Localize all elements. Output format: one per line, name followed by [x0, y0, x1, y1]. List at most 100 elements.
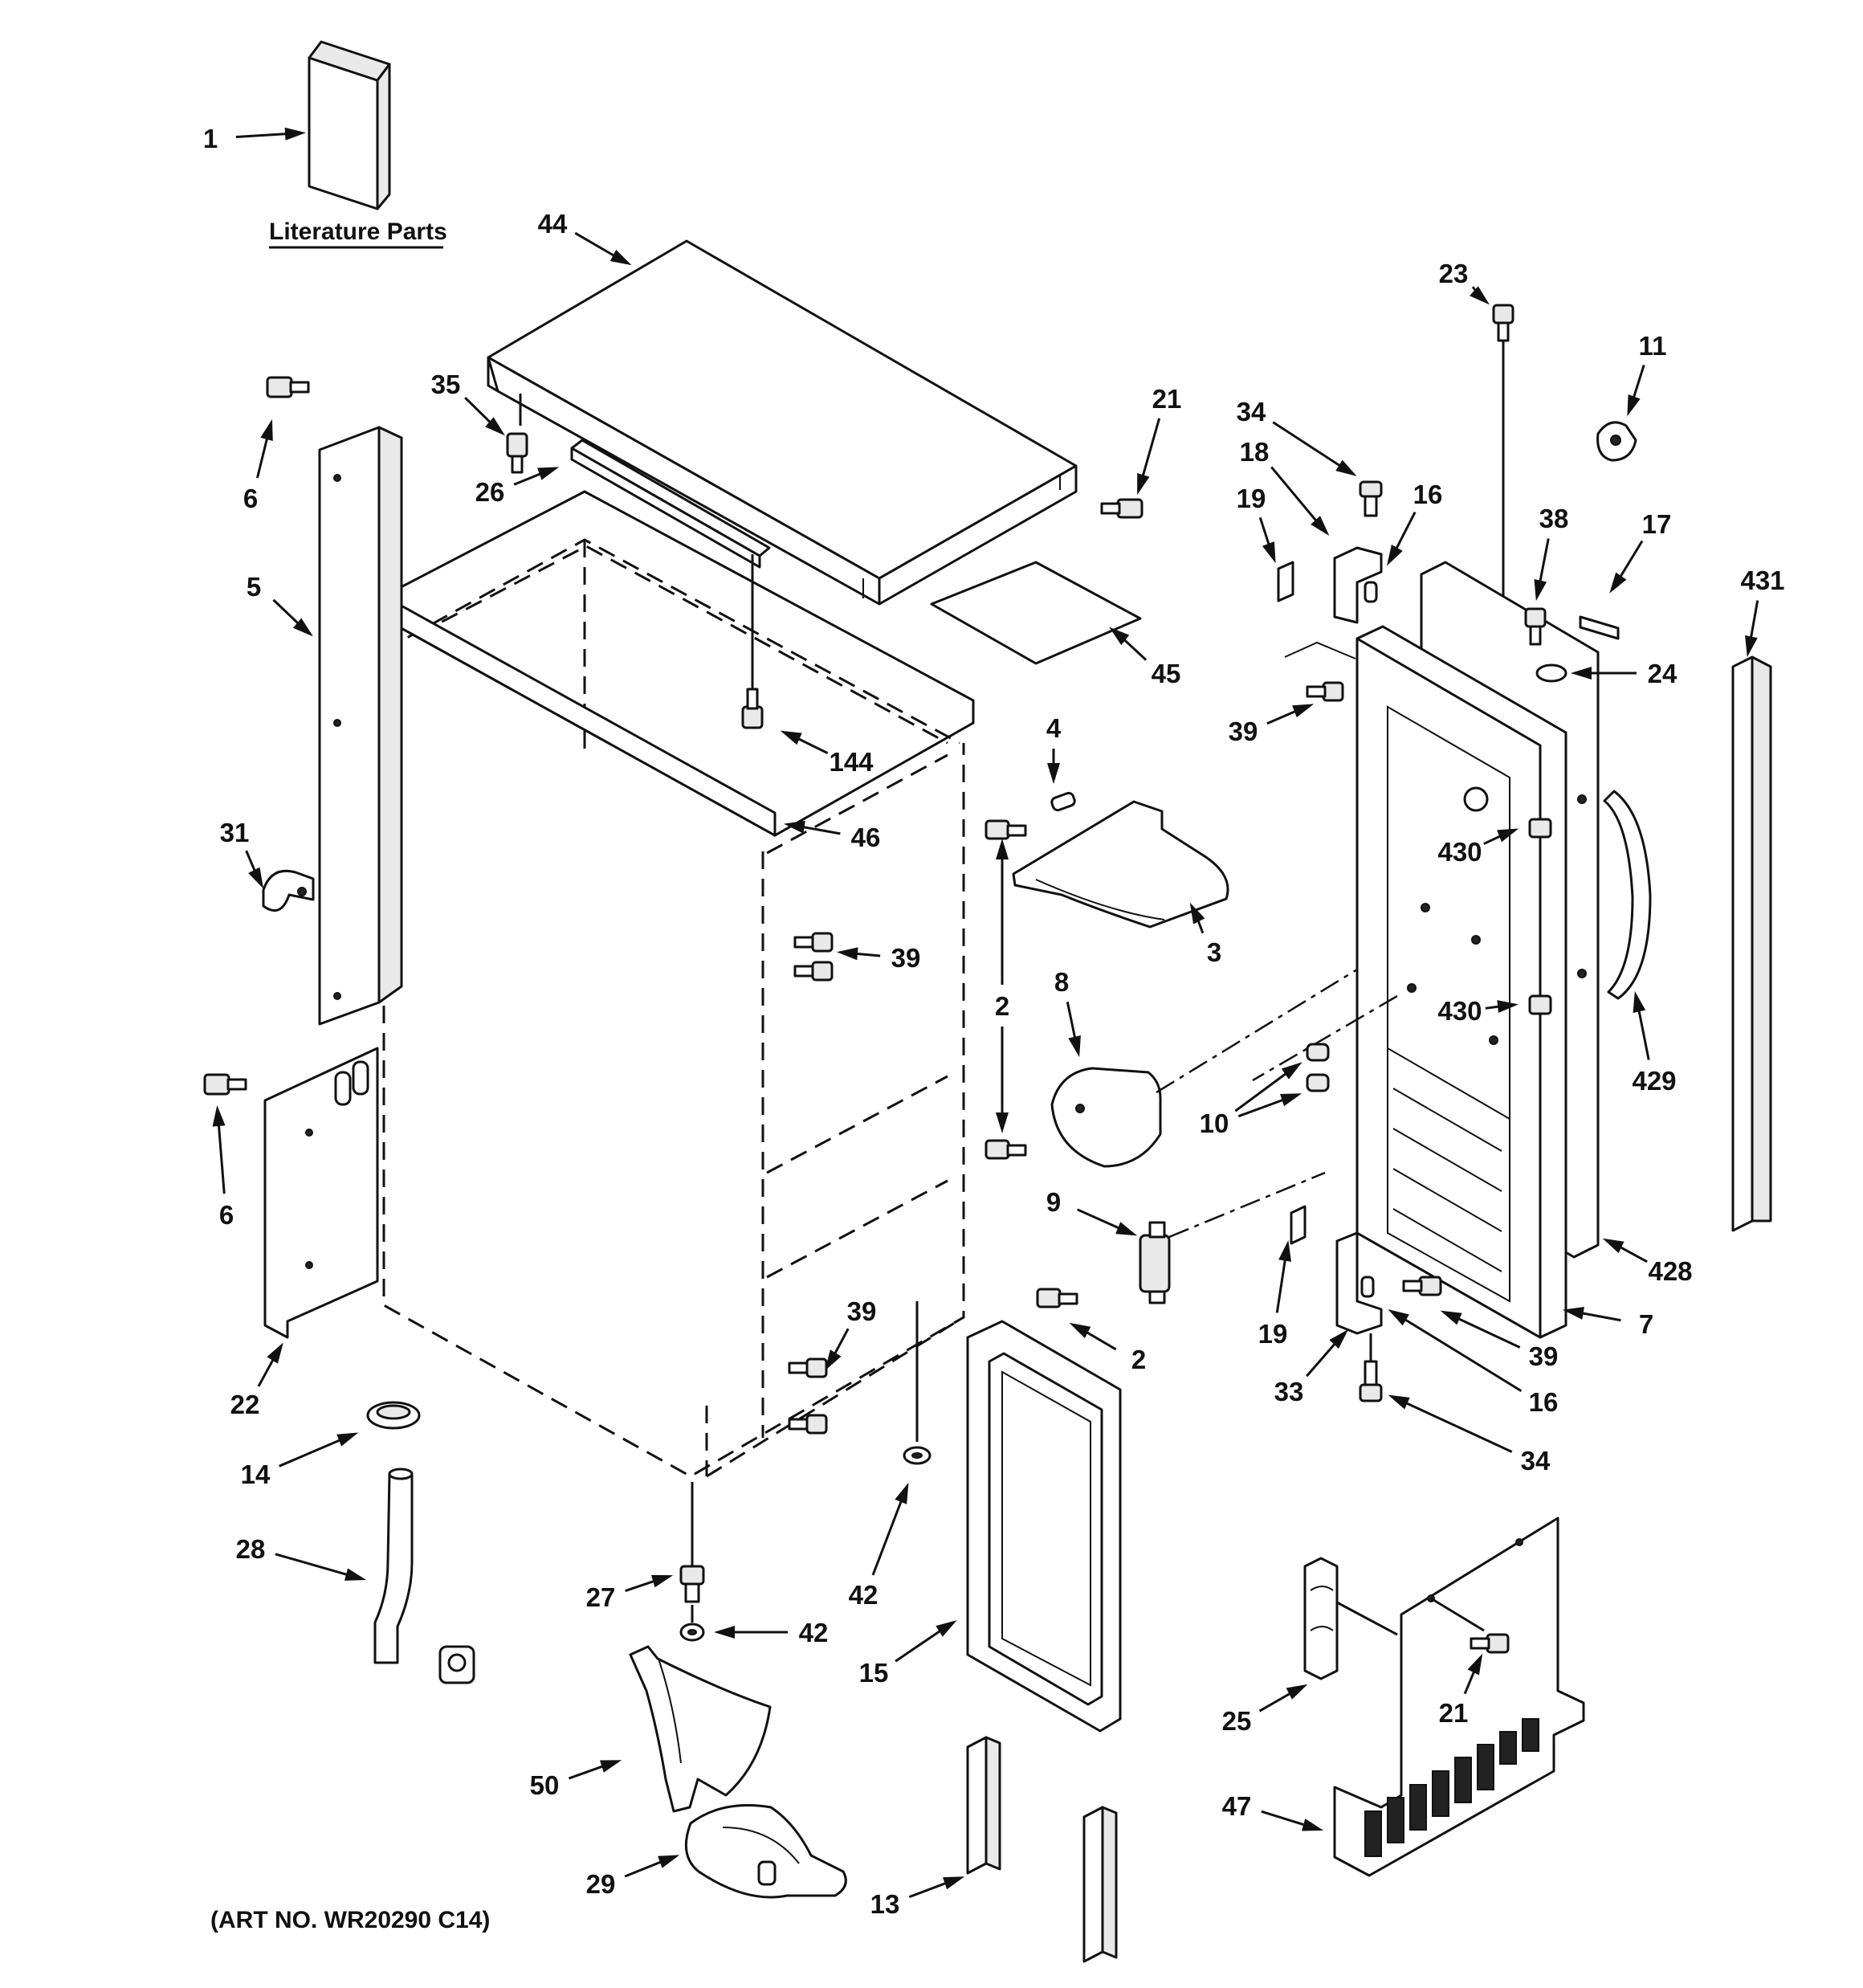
callout-39: 39	[825, 1296, 876, 1371]
leader-line	[272, 598, 304, 628]
leader-arrowhead	[537, 467, 560, 480]
leader-line	[908, 1880, 952, 1899]
callout-14: 14	[241, 1432, 359, 1489]
leader-arrowhead	[895, 1482, 909, 1504]
screw-430-lower	[1528, 969, 1587, 1015]
callout-46: 46	[783, 820, 881, 852]
callout-number: 6	[243, 484, 258, 513]
callout-number: 35	[431, 369, 461, 399]
callout-24: 24	[1571, 659, 1678, 688]
leader-arrowhead	[1109, 627, 1130, 646]
callout-number: 31	[220, 818, 250, 847]
callout-429: 429	[1632, 990, 1677, 1096]
callout-19: 19	[1237, 484, 1276, 564]
leader-arrowhead	[267, 1342, 283, 1364]
callout-number: 39	[1229, 716, 1258, 746]
spacer-strip-right	[1082, 1806, 1118, 1963]
callout-number: 25	[1222, 1706, 1252, 1736]
callout-9: 9	[1046, 1187, 1138, 1236]
leader-arrowhead	[1068, 1035, 1081, 1058]
leader-arrowhead	[1137, 472, 1150, 496]
spacer-4	[1050, 791, 1076, 812]
clamp	[262, 869, 315, 912]
hinge-bracket-top	[1333, 546, 1383, 624]
callout-number: 7	[1639, 1309, 1653, 1339]
callout-21: 21	[1137, 384, 1181, 496]
washer-42-lower	[679, 1623, 705, 1642]
callout-number: 16	[1529, 1387, 1559, 1417]
callout-431: 431	[1740, 565, 1785, 658]
hose-clamp	[366, 1401, 421, 1430]
callout-number: 10	[1200, 1108, 1229, 1138]
screw-2-lower	[1036, 1288, 1078, 1308]
drain-fitting	[438, 1645, 475, 1684]
callout-number: 46	[851, 823, 881, 852]
side-panel	[318, 426, 403, 1026]
callout-26: 26	[475, 467, 560, 507]
callout-number: 38	[1539, 504, 1569, 533]
callout-number: 14	[241, 1459, 271, 1489]
callout-17: 17	[1609, 509, 1671, 594]
callout-38: 38	[1534, 504, 1569, 602]
screw-2-middle	[984, 1139, 1027, 1160]
screws-39-lower	[788, 1357, 828, 1435]
callout-number: 18	[1240, 437, 1270, 467]
leader-arrowhead	[1329, 1329, 1349, 1349]
callout-31: 31	[220, 818, 264, 889]
leader-arrowhead	[1497, 1000, 1519, 1014]
leader-line	[1538, 538, 1550, 587]
callout-47: 47	[1222, 1791, 1324, 1831]
leader-arrowhead	[996, 1112, 1009, 1133]
leader-line	[1576, 1311, 1621, 1322]
leader-line	[1237, 1096, 1289, 1118]
leader-line	[1261, 1810, 1311, 1828]
leader-line	[1140, 418, 1161, 482]
callout-number: 39	[847, 1296, 877, 1326]
callout-number: 19	[1237, 484, 1266, 513]
callout-18: 18	[1240, 437, 1330, 537]
callout-number: 9	[1046, 1187, 1061, 1217]
callout-144: 144	[780, 730, 874, 777]
door-handle	[1603, 790, 1652, 1000]
screw-2-upper	[984, 819, 1027, 840]
screw-39-bottom	[1402, 1276, 1442, 1296]
door-gasket	[966, 1320, 1122, 1733]
callout-number: 16	[1413, 480, 1443, 509]
callout-8: 8	[1054, 967, 1081, 1058]
callout-42: 42	[849, 1482, 909, 1610]
bolt-27	[679, 1565, 705, 1603]
screw-34-bottom	[1359, 1360, 1383, 1402]
callout-number: 42	[849, 1580, 879, 1610]
leader-arrowhead	[1278, 1239, 1291, 1262]
callout-number: 144	[829, 747, 874, 777]
callout-number: 34	[1521, 1446, 1551, 1476]
callout-3: 3	[1189, 902, 1221, 967]
leader-arrowhead	[1286, 1684, 1308, 1700]
screw-21-bottom	[1470, 1633, 1510, 1654]
plug-24	[1535, 663, 1567, 683]
screws-10	[1306, 1043, 1330, 1092]
leader-arrowhead	[248, 867, 264, 889]
callout-number: 4	[1046, 713, 1062, 743]
callout-10	[1237, 1093, 1302, 1118]
leader-line	[256, 432, 270, 479]
leader-arrowhead	[212, 1104, 226, 1127]
callout-number: 428	[1648, 1256, 1692, 1286]
callout-430: 430	[1437, 828, 1519, 867]
cabinet-outline	[382, 490, 975, 1478]
grille-vents	[1364, 1718, 1539, 1857]
callout-number: 431	[1740, 565, 1784, 595]
leader-line	[1453, 1315, 1521, 1349]
screw-34-top	[1359, 480, 1383, 517]
callout-number: 6	[219, 1200, 234, 1230]
callout-number: 28	[236, 1534, 266, 1564]
callout-34: 34	[1388, 1394, 1551, 1476]
shim-19-bottom	[1290, 1205, 1307, 1245]
callout-6: 6	[243, 418, 273, 513]
leader-arrowhead	[650, 1574, 674, 1588]
drip-tray	[684, 1804, 847, 1899]
callout-number: 5	[247, 572, 261, 602]
top-cover	[487, 239, 1078, 606]
